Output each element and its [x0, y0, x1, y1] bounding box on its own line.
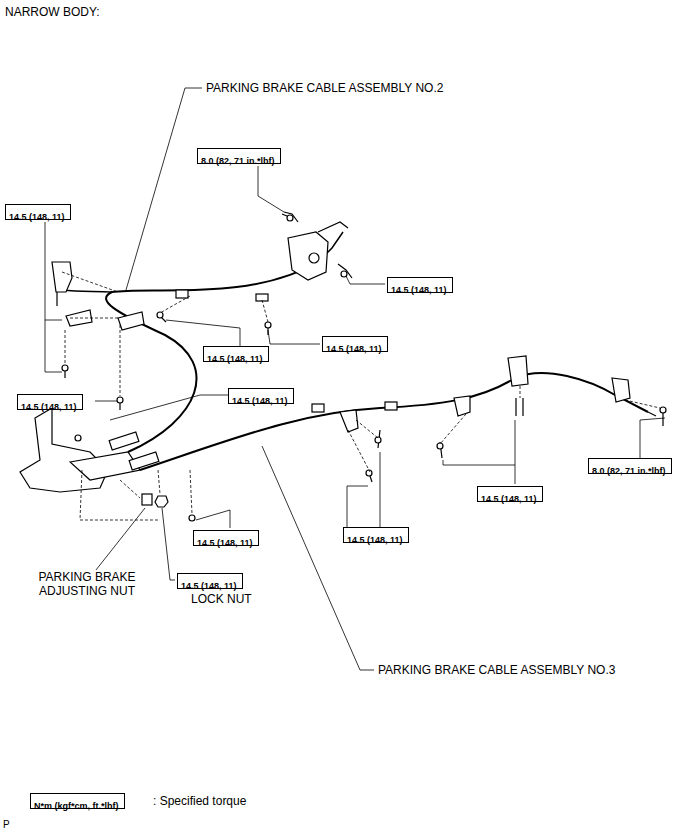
torque-box: 14.5 (148, 11)	[17, 394, 83, 410]
torque-value: 14.5 (148, 11)	[347, 534, 403, 546]
torque-value: N*m (kgf*cm, ft.*lbf)	[34, 800, 119, 812]
torque-value: 8.0 (82, 71 in.*lbf)	[592, 465, 666, 477]
torque-box: 14.5 (148, 11)	[193, 530, 259, 546]
part-name: PARKING BRAKE CABLE ASSEMBLY NO.3	[377, 663, 616, 677]
torque-value: 14.5 (148, 11)	[197, 537, 253, 549]
torque-value: 14.5 (148, 11)	[481, 493, 537, 505]
legend-note: : Specified torque	[152, 794, 247, 808]
torque-box: 8.0 (82, 71 in.*lbf)	[197, 148, 281, 164]
torque-value: 14.5 (148, 11)	[391, 284, 447, 296]
torque-value: 14.5 (148, 11)	[207, 353, 263, 365]
torque-box: 8.0 (82, 71 in.*lbf)	[588, 458, 672, 474]
torque-box: 14.5 (148, 11)	[477, 486, 543, 502]
torque-box: 14.5 (148, 11)	[5, 204, 71, 220]
view-title: NARROW BODY:	[4, 5, 101, 19]
unit-key-box: N*m (kgf*cm, ft.*lbf)	[30, 793, 125, 809]
torque-box: 14.5 (148, 11)	[322, 336, 388, 352]
torque-value: 14.5 (148, 11)	[326, 343, 382, 355]
torque-value: 14.5 (148, 11)	[21, 401, 77, 413]
torque-box: 14.5 (148, 11)	[177, 573, 243, 589]
torque-box: 14.5 (148, 11)	[387, 277, 453, 293]
part-name: PARKING BRAKE CABLE ASSEMBLY NO.2	[205, 81, 444, 95]
part-name: LOCK NUT	[190, 592, 253, 606]
torque-box: 14.5 (148, 11)	[343, 527, 409, 543]
torque-value: 14.5 (148, 11)	[9, 211, 65, 223]
torque-value: 8.0 (82, 71 in.*lbf)	[201, 155, 275, 167]
part-name: PARKING BRAKE ADJUSTING NUT	[30, 570, 144, 598]
torque-box: 14.5 (148, 11)	[203, 346, 269, 362]
torque-value: 14.5 (148, 11)	[181, 580, 237, 592]
page-mark: P	[2, 818, 11, 832]
torque-box: 14.5 (148, 11)	[228, 388, 294, 404]
torque-value: 14.5 (148, 11)	[232, 395, 288, 407]
